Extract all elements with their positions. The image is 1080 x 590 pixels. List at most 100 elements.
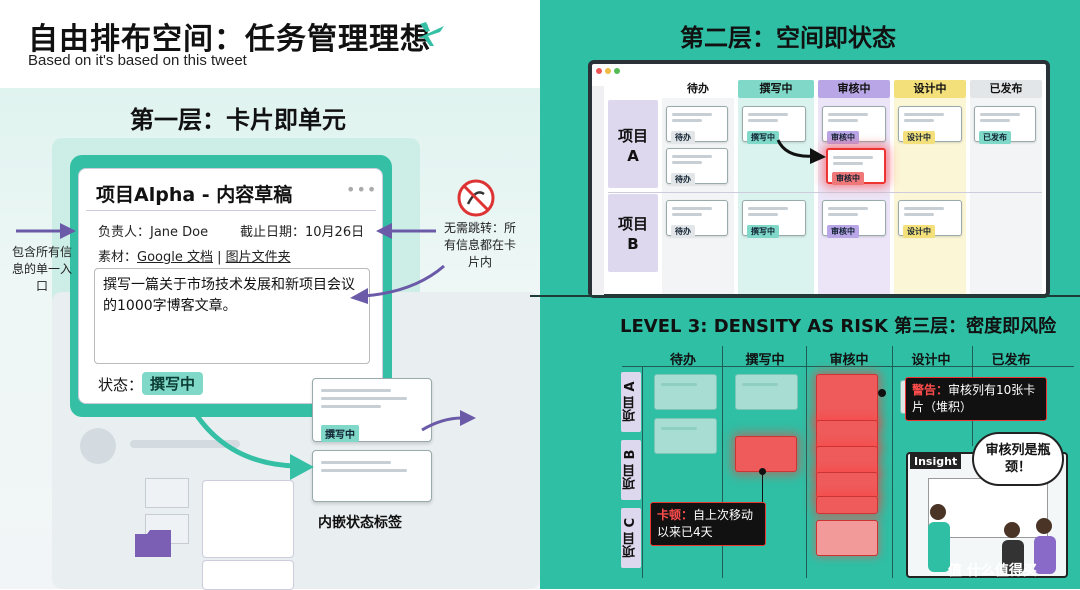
nested-card[interactable] xyxy=(312,450,432,502)
stacked-review-card xyxy=(816,420,878,450)
grid-line xyxy=(722,346,723,578)
l3-column-review: 审核中 xyxy=(829,353,869,368)
speech-bubble: 审核列是瓶颈！ xyxy=(972,432,1064,486)
folder-icon xyxy=(135,530,171,557)
stall-callout: 卡顿：自上次移动以来已4天 xyxy=(650,502,766,546)
column-header-design[interactable]: 设计中 xyxy=(894,80,966,98)
status-label: 状态： xyxy=(98,376,144,394)
l3-column-todo: 待办 xyxy=(669,353,696,368)
stall-prefix: 卡顿： xyxy=(657,508,694,522)
l3-column-writing: 撰写中 xyxy=(745,353,785,368)
board-card[interactable]: 待办 xyxy=(666,106,728,144)
board-card[interactable]: 待办 xyxy=(666,148,728,186)
warning-callout: 警告：审核列有10张卡片（堆积） xyxy=(905,377,1047,421)
warning-prefix: 警告： xyxy=(912,383,949,397)
column-header-todo[interactable]: 待办 xyxy=(687,82,709,95)
stacked-review-card xyxy=(816,520,878,556)
people-illustration xyxy=(928,504,1056,574)
nested-label: 内嵌状态标签 xyxy=(318,515,402,531)
nested-card[interactable]: 撰写中 xyxy=(312,378,432,442)
l3-row-a: 项目 A xyxy=(621,372,641,432)
watermark: 值 什么值得买 xyxy=(948,563,1037,579)
nested-status-tag: 撰写中 xyxy=(321,425,359,442)
column-header-published[interactable]: 已发布 xyxy=(970,80,1042,98)
moved-card[interactable]: 审核中 xyxy=(826,148,886,185)
column-header-review[interactable]: 审核中 xyxy=(818,80,890,98)
ghost-box xyxy=(145,478,189,508)
no-redirect-icon xyxy=(457,179,495,217)
arrow-right-icon xyxy=(16,223,76,239)
card-title: 项目Alpha - 内容草稿 xyxy=(96,184,293,206)
l3-column-published: 已发布 xyxy=(991,353,1031,368)
card-materials: 素材：Google 文档 | 图片文件夹 xyxy=(98,246,291,265)
stall-text: 自上次移动以来已4天 xyxy=(657,508,754,539)
card-divider xyxy=(86,210,376,211)
google-doc-link[interactable]: Google 文档 xyxy=(137,250,213,265)
l3-card xyxy=(735,374,798,410)
arrow-left-icon xyxy=(376,223,436,239)
insight-illustration xyxy=(906,452,1068,578)
board-toolbar xyxy=(592,86,604,296)
layer1-title: 第一层：卡片即单元 xyxy=(130,106,346,134)
window-minimize-dot[interactable] xyxy=(605,68,611,74)
l3-card xyxy=(654,374,717,410)
arrow-right-icon xyxy=(421,410,476,432)
move-arrow-icon xyxy=(776,139,826,164)
stacked-review-card xyxy=(816,496,878,514)
note-no-redirect: 无需跳转：所有信息都在卡片内 xyxy=(443,221,516,269)
materials-prefix: 素材： xyxy=(98,250,138,265)
stacked-review-card xyxy=(816,472,878,498)
l3-row-c: 项目 C xyxy=(621,508,641,568)
window-maximize-dot[interactable] xyxy=(614,68,620,74)
airplane-icon xyxy=(418,22,444,46)
ghost-card xyxy=(202,480,294,558)
board-card[interactable]: 设计中 xyxy=(898,106,962,144)
grid-line xyxy=(622,366,1074,367)
row-header-b[interactable]: 项目 B xyxy=(608,194,658,272)
warning-pointer-dot xyxy=(878,389,886,397)
row-divider xyxy=(608,192,1042,193)
window-close-dot[interactable] xyxy=(596,68,602,74)
stacked-review-card xyxy=(816,374,878,426)
warning-text: 审核列有10张卡片（堆积） xyxy=(912,383,1036,414)
l3-card xyxy=(654,418,717,454)
ghost-avatar xyxy=(80,428,116,464)
grid-line xyxy=(806,346,807,578)
board-card[interactable]: 已发布 xyxy=(974,106,1036,144)
task-card[interactable] xyxy=(78,168,383,404)
note-single-entry: 包含所有信息的单一入口 xyxy=(11,245,72,293)
card-description[interactable]: 撰写一篇关于市场技术发展和新项目会议的1000字博客文章。 xyxy=(94,268,370,364)
board-card[interactable]: 撰写中 xyxy=(742,106,806,144)
row-header-a[interactable]: 项目 A xyxy=(608,100,658,188)
card-owner: 负责人：Jane Doe xyxy=(98,225,209,240)
layer2-title: 第二层：空间即状态 xyxy=(680,24,896,52)
curved-arrow-icon xyxy=(350,264,445,304)
ghost-card xyxy=(202,560,294,590)
image-folder-link[interactable]: 图片文件夹 xyxy=(225,250,291,265)
l3-row-b: 项目 B xyxy=(621,440,641,500)
ghost-line xyxy=(130,440,240,448)
subtitle: Based on it's based on this tweet xyxy=(28,52,247,69)
board-card[interactable]: 审核中 xyxy=(822,200,886,238)
section-divider xyxy=(530,295,1080,297)
board-card[interactable]: 撰写中 xyxy=(742,200,806,238)
layer3-title: LEVEL 3: DENSITY AS RISK 第三层：密度即风险 xyxy=(620,316,1057,337)
curved-arrow-icon xyxy=(189,406,314,480)
stall-pointer-dot xyxy=(759,468,766,475)
stalled-card xyxy=(735,436,797,472)
board-card[interactable]: 待办 xyxy=(666,200,728,238)
main-title: 自由排布空间：任务管理理想 xyxy=(28,22,431,57)
grid-line xyxy=(892,346,893,578)
l3-column-design: 设计中 xyxy=(911,353,951,368)
card-due-date: 截止日期：10月26日 xyxy=(240,225,365,240)
board-card[interactable]: 审核中 xyxy=(822,106,886,144)
board-card[interactable]: 设计中 xyxy=(898,200,962,238)
status-badge[interactable]: 撰写中 xyxy=(142,372,204,395)
stall-pointer-line xyxy=(762,470,763,502)
column-header-writing[interactable]: 撰写中 xyxy=(738,80,814,98)
materials-separator: | xyxy=(213,250,226,265)
insight-label: Insight xyxy=(910,454,962,469)
more-icon[interactable]: ••• xyxy=(346,180,378,199)
grid-line xyxy=(642,366,643,578)
left-header xyxy=(0,0,540,88)
